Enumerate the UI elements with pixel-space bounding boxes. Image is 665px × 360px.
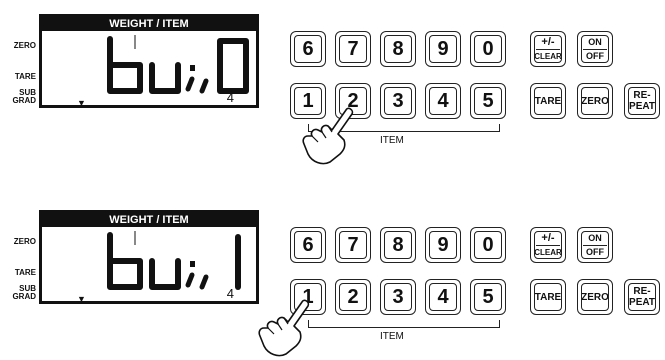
key-0[interactable]: 0 <box>470 31 506 67</box>
key-9[interactable]: 9 <box>425 31 461 67</box>
key-5[interactable]: 5 <box>470 83 506 119</box>
key-4[interactable]: 4 <box>425 279 461 315</box>
key-8[interactable]: 8 <box>380 227 416 263</box>
zero-indicator-label: ZERO <box>0 42 36 50</box>
subgrad-marker: ▼ <box>77 295 86 304</box>
plus-minus-clear-key[interactable]: +/-CLEAR <box>530 31 566 67</box>
item-counter: 4 <box>227 287 234 301</box>
subgrad-indicator-label: SUB GRAD <box>0 89 36 105</box>
key-7[interactable]: 7 <box>335 31 371 67</box>
key-3[interactable]: 3 <box>380 83 416 119</box>
repeat-key[interactable]: RE- PEAT <box>624 83 660 119</box>
key-8[interactable]: 8 <box>380 31 416 67</box>
display-title: WEIGHT / ITEM <box>42 213 256 227</box>
tare-key[interactable]: TARE <box>530 83 566 119</box>
item-bracket <box>308 320 500 328</box>
key-4[interactable]: 4 <box>425 83 461 119</box>
item-label: ITEM <box>380 136 404 146</box>
key-7[interactable]: 7 <box>335 227 371 263</box>
tare-indicator-label: TARE <box>0 73 36 81</box>
tare-indicator-label: TARE <box>0 269 36 277</box>
display-title: WEIGHT / ITEM <box>42 17 256 31</box>
lcd-readout <box>102 35 252 97</box>
key-5[interactable]: 5 <box>470 279 506 315</box>
item-counter: 4 <box>227 91 234 105</box>
keypad-panel-bottom: ZERO TARE SUB GRAD WEIGHT / ITEM ▼ 4 6 7… <box>0 196 665 346</box>
zero-indicator-label: ZERO <box>0 238 36 246</box>
key-6[interactable]: 6 <box>290 227 326 263</box>
key-0[interactable]: 0 <box>470 227 506 263</box>
weight-item-display: WEIGHT / ITEM ▼ 4 <box>39 14 259 108</box>
pointing-hand-icon <box>254 298 312 360</box>
keypad-panel-top: ZERO TARE SUB GRAD WEIGHT / ITEM ▼ 4 6 7… <box>0 0 665 150</box>
subgrad-marker: ▼ <box>77 99 86 108</box>
zero-key[interactable]: ZERO <box>577 83 613 119</box>
plus-minus-clear-key[interactable]: +/-CLEAR <box>530 227 566 263</box>
key-3[interactable]: 3 <box>380 279 416 315</box>
zero-key[interactable]: ZERO <box>577 279 613 315</box>
lcd-readout <box>102 231 252 293</box>
key-6[interactable]: 6 <box>290 31 326 67</box>
subgrad-indicator-label: SUB GRAD <box>0 285 36 301</box>
item-label: ITEM <box>380 332 404 342</box>
key-2[interactable]: 2 <box>335 279 371 315</box>
tare-key[interactable]: TARE <box>530 279 566 315</box>
pointing-hand-icon <box>298 106 356 168</box>
weight-item-display: WEIGHT / ITEM ▼ 4 <box>39 210 259 304</box>
key-9[interactable]: 9 <box>425 227 461 263</box>
repeat-key[interactable]: RE- PEAT <box>624 279 660 315</box>
